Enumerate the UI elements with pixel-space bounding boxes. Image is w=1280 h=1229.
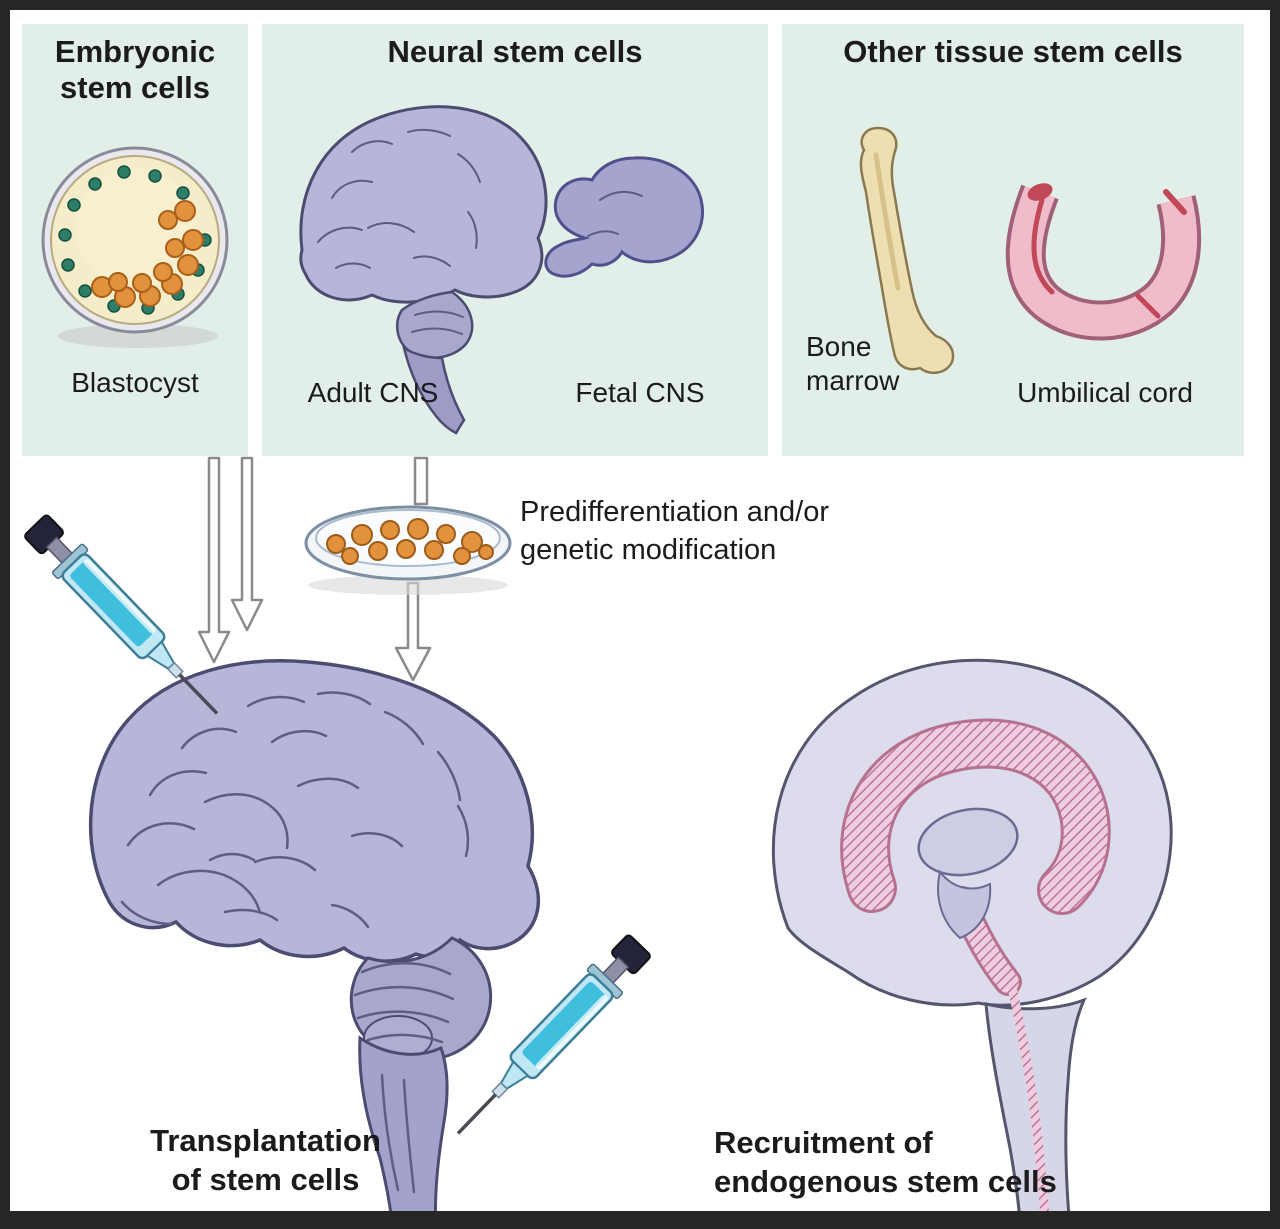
label-transplantation: Transplantation of stem cells	[150, 1123, 381, 1197]
bone-illustration	[859, 126, 955, 375]
caption-bone-marrow: Bone marrow	[806, 331, 900, 396]
panel-title-neural: Neural stem cells	[387, 34, 643, 69]
flow-arrow-neural	[230, 456, 264, 632]
panel-title-other-tissue: Other tissue stem cells	[843, 34, 1183, 69]
flow-arrow-to-brain	[394, 581, 432, 682]
blastocyst-illustration	[41, 146, 229, 348]
flow-shaft-to-dish	[413, 456, 429, 506]
label-recruitment: Recruitment of endogenous stem cells	[714, 1125, 1057, 1199]
fetal-cns-illustration	[544, 156, 704, 278]
caption-blastocyst: Blastocyst	[71, 367, 199, 398]
caption-adult-cns: Adult CNS	[307, 377, 439, 408]
caption-fetal-cns: Fetal CNS	[575, 377, 705, 408]
petri-dish-illustration	[304, 505, 512, 595]
caption-umbilical-cord: Umbilical cord	[1017, 377, 1193, 408]
syringe-left-illustration	[18, 508, 234, 730]
sagittal-head-illustration	[771, 658, 1173, 1229]
panel-title-embryonic: Embryonic stem cells	[54, 34, 216, 105]
flow-arrow-embryonic	[197, 456, 231, 664]
label-predifferentiation: Predifferentiation and/or genetic modifi…	[520, 496, 830, 566]
adult-cns-brain-illustration	[299, 105, 548, 435]
transplant-brain-illustration	[88, 659, 541, 1229]
umbilical-cord-illustration	[1005, 183, 1202, 341]
